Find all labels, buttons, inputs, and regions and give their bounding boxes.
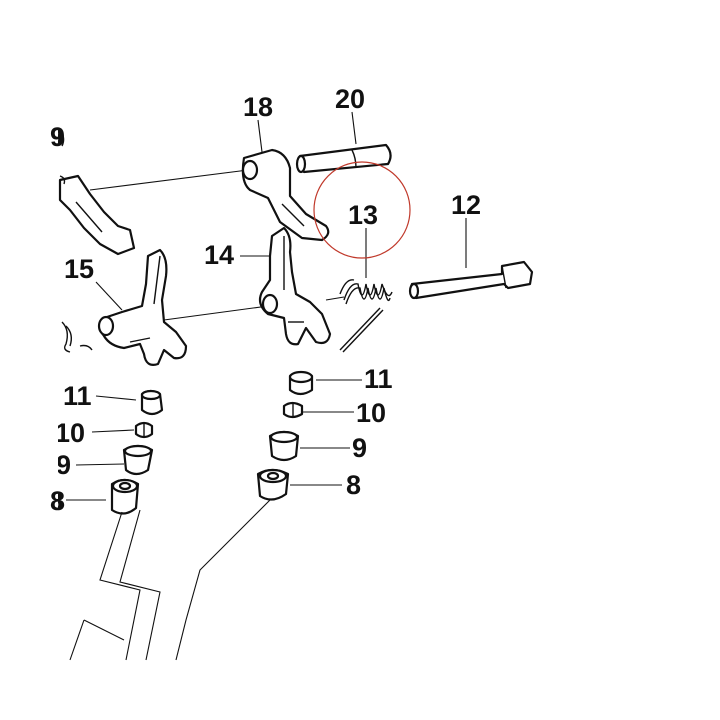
callout-8-right: 8	[346, 470, 361, 500]
callout-9-top-cut-visible: 9	[50, 122, 65, 152]
callout-20: 20	[335, 84, 365, 114]
callout-12: 12	[451, 190, 481, 220]
left-edge-spring-fragment	[59, 129, 93, 353]
callout-10-right: 10	[356, 398, 386, 428]
part-14-rocker-arm	[258, 226, 332, 346]
callout-11-left: 11	[63, 381, 92, 411]
bottom-break-lines	[69, 499, 271, 661]
part-13-spring	[339, 279, 393, 353]
left-cut-arm-upper	[58, 174, 136, 256]
left-parts-stack	[110, 389, 164, 515]
callout-11-right: 11	[364, 364, 393, 394]
right-parts-stack	[256, 370, 314, 501]
callout-10-left: 10	[55, 418, 85, 448]
part-12-long-pin	[408, 260, 534, 300]
callout-8-left-visible: 8	[50, 486, 65, 516]
left-crop-mask	[0, 0, 58, 720]
leader-lines	[66, 111, 467, 501]
callout-9-left: 9	[56, 450, 71, 480]
part-20-pin	[295, 143, 392, 174]
callout-15: 15	[64, 254, 94, 284]
callout-14: 14	[204, 240, 234, 270]
callout-13: 13	[348, 200, 378, 230]
part-18-rocker-arm	[241, 148, 330, 242]
highlight-circle	[313, 161, 411, 259]
part-15-rocker-arm	[97, 248, 188, 366]
callout-18: 18	[243, 92, 273, 122]
callout-9-right: 9	[352, 433, 367, 463]
